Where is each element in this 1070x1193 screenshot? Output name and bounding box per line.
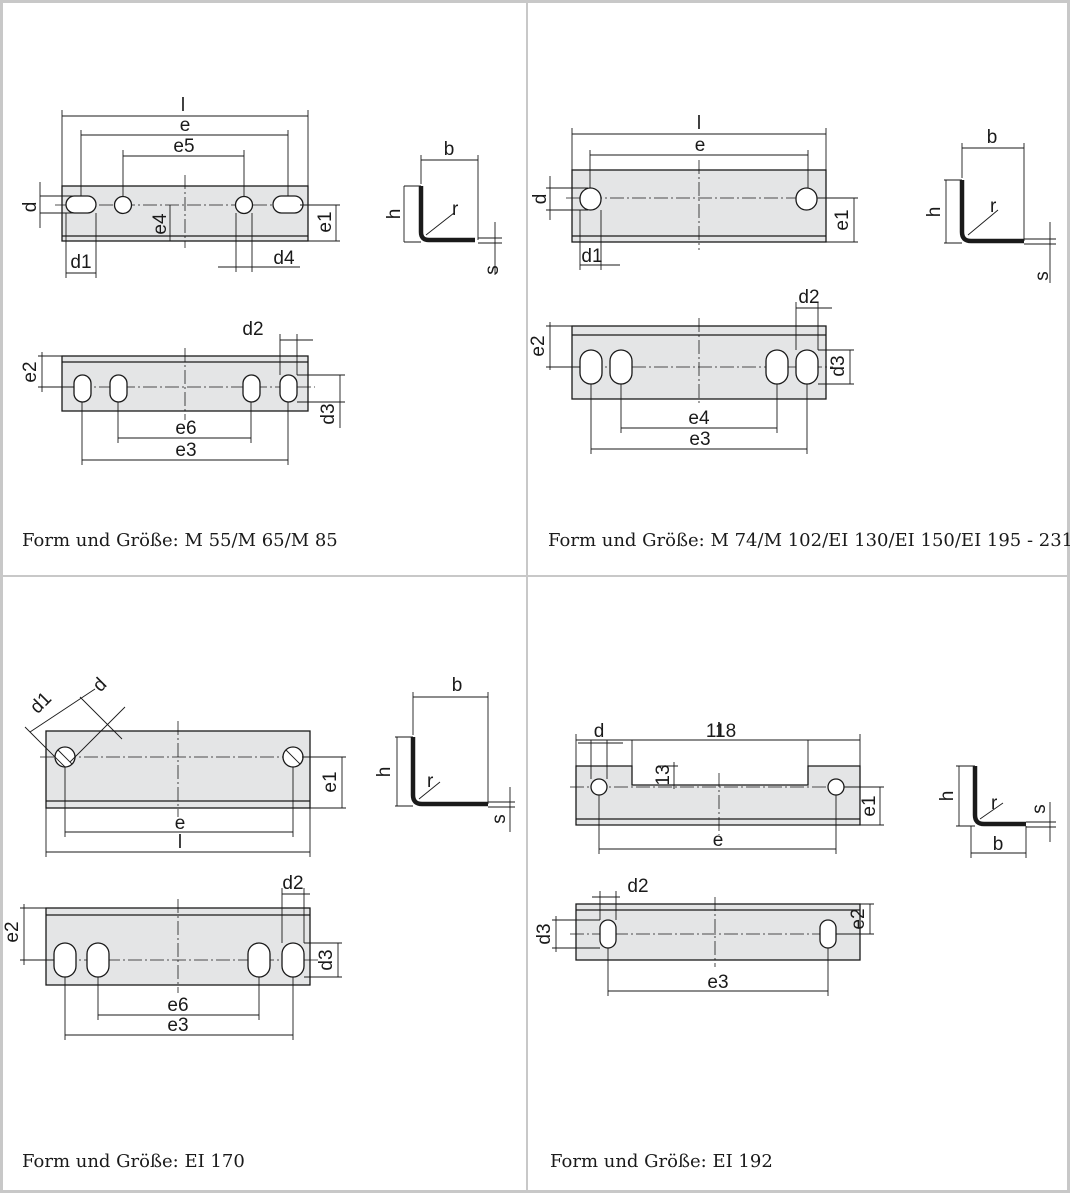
dim-label-e5: e5	[173, 136, 194, 157]
dim-label-e2: e2	[2, 921, 23, 942]
dim-label-r: r	[991, 793, 998, 814]
dim-label-d: d	[89, 674, 111, 696]
dim-label-e2: e2	[528, 335, 549, 356]
dim-label-s: s	[1029, 804, 1050, 814]
bracket-drawing-1: l e e5 d e4 e1 d1 d4 b h r s	[20, 95, 503, 465]
dim-label-d2: d2	[798, 287, 819, 308]
round-hole	[234, 195, 254, 215]
dim-label-s: s	[1032, 271, 1053, 281]
panel-m55-m65-m85: l e e5 d e4 e1 d1 d4 b h r s	[0, 0, 526, 575]
top-plate	[575, 765, 861, 826]
slot-hole	[73, 374, 92, 403]
dim-label-d2: d2	[282, 873, 303, 894]
bracket-drawing-4: l d 118 13 e1 e h r s b	[534, 720, 1056, 996]
dim-label-b: b	[987, 127, 998, 148]
dim-label-b: b	[452, 675, 463, 696]
dim-label-d2: d2	[242, 319, 263, 340]
slot-hole	[242, 374, 261, 403]
slot-hole	[579, 349, 603, 385]
slot-hole	[579, 187, 602, 211]
dim-label-e: e	[180, 115, 191, 136]
dim-label-d1: d1	[581, 246, 602, 267]
slot-hole	[86, 942, 110, 978]
dim-label-d1: d1	[70, 252, 91, 273]
slot-hole	[795, 187, 818, 211]
dim-label-118: 118	[706, 721, 736, 742]
slot-hole	[272, 195, 304, 214]
dim-label-r: r	[990, 196, 997, 217]
panel-ei170: d1 d e1 e l b h r s d2	[0, 577, 526, 1193]
dim-label-13: 13	[653, 764, 674, 785]
slot-hole	[599, 919, 617, 949]
slot-hole	[281, 942, 305, 978]
dim-label-d: d	[20, 202, 41, 213]
slot-hole	[795, 349, 819, 385]
dim-label-r: r	[452, 199, 459, 220]
slot-hole	[65, 195, 97, 214]
dim-label-e6: e6	[175, 418, 196, 439]
dim-label-b: b	[444, 139, 455, 160]
dim-label-e1: e1	[315, 211, 336, 232]
dim-label-e: e	[175, 813, 186, 834]
slot-hole	[53, 942, 77, 978]
dim-label-d2: d2	[627, 876, 648, 897]
panel-caption: Form und Größe: M 55/M 65/M 85	[22, 530, 338, 551]
dim-label-l: l	[178, 832, 182, 853]
dim-label-e6: e6	[167, 995, 188, 1016]
panel-ei192: l d 118 13 e1 e h r s b	[528, 577, 1070, 1193]
dim-label-e3: e3	[689, 429, 710, 450]
slot-hole	[609, 349, 633, 385]
dim-label-e3: e3	[175, 440, 196, 461]
slot-hole	[819, 919, 837, 949]
dim-label-d3: d3	[828, 355, 849, 376]
round-hole	[827, 778, 845, 796]
dim-label-d: d	[594, 721, 605, 742]
dim-label-e2: e2	[848, 908, 869, 929]
dim-label-e: e	[695, 135, 706, 156]
dim-label-e1: e1	[320, 771, 341, 792]
dim-label-h: h	[384, 209, 405, 220]
round-hole	[590, 778, 608, 796]
panel-caption: Form und Größe: EI 192	[550, 1151, 773, 1172]
dim-label-l: l	[717, 720, 721, 741]
dim-label-l: l	[697, 113, 701, 134]
dim-label-d3: d3	[318, 403, 339, 424]
dim-label-e4: e4	[688, 408, 710, 429]
grid-divider-vertical	[526, 0, 528, 1193]
dim-label-l: l	[181, 95, 185, 116]
dim-label-s: s	[482, 265, 503, 275]
round-hole	[113, 195, 133, 215]
dim-label-e2: e2	[20, 361, 41, 382]
dim-label-e1: e1	[859, 795, 880, 816]
grid-divider-horizontal	[0, 575, 1070, 577]
dim-label-h: h	[937, 791, 958, 802]
dim-label-e4: e4	[150, 213, 171, 235]
slot-hole	[765, 349, 789, 385]
dim-label-e3: e3	[167, 1015, 188, 1036]
dim-label-d3: d3	[316, 949, 337, 970]
dim-label-r: r	[427, 771, 434, 792]
panel-caption: Form und Größe: EI 170	[22, 1151, 245, 1172]
dim-label-h: h	[924, 207, 945, 218]
dim-label-e: e	[713, 830, 724, 851]
dim-label-d3: d3	[534, 923, 555, 944]
dim-label-s: s	[489, 814, 510, 824]
dim-label-b: b	[993, 834, 1004, 855]
bracket-drawing-2: l e d e1 d1 b h r s d2	[528, 113, 1056, 454]
dim-label-d1: d1	[26, 688, 56, 718]
dim-label-d: d	[530, 194, 551, 205]
slot-hole	[109, 374, 128, 403]
dim-label-h: h	[374, 767, 395, 778]
panel-m74-ei231: l e d e1 d1 b h r s d2	[528, 0, 1070, 575]
slot-hole	[279, 374, 298, 403]
dim-label-d4: d4	[273, 248, 295, 269]
dim-label-e3: e3	[707, 972, 728, 993]
bottom-plate	[575, 903, 861, 961]
panel-caption: Form und Größe: M 74/M 102/EI 130/EI 150…	[548, 530, 1070, 551]
slot-hole	[247, 942, 271, 978]
dim-label-e1: e1	[832, 209, 853, 230]
bracket-drawing-3: d1 d e1 e l b h r s d2	[2, 674, 515, 1040]
